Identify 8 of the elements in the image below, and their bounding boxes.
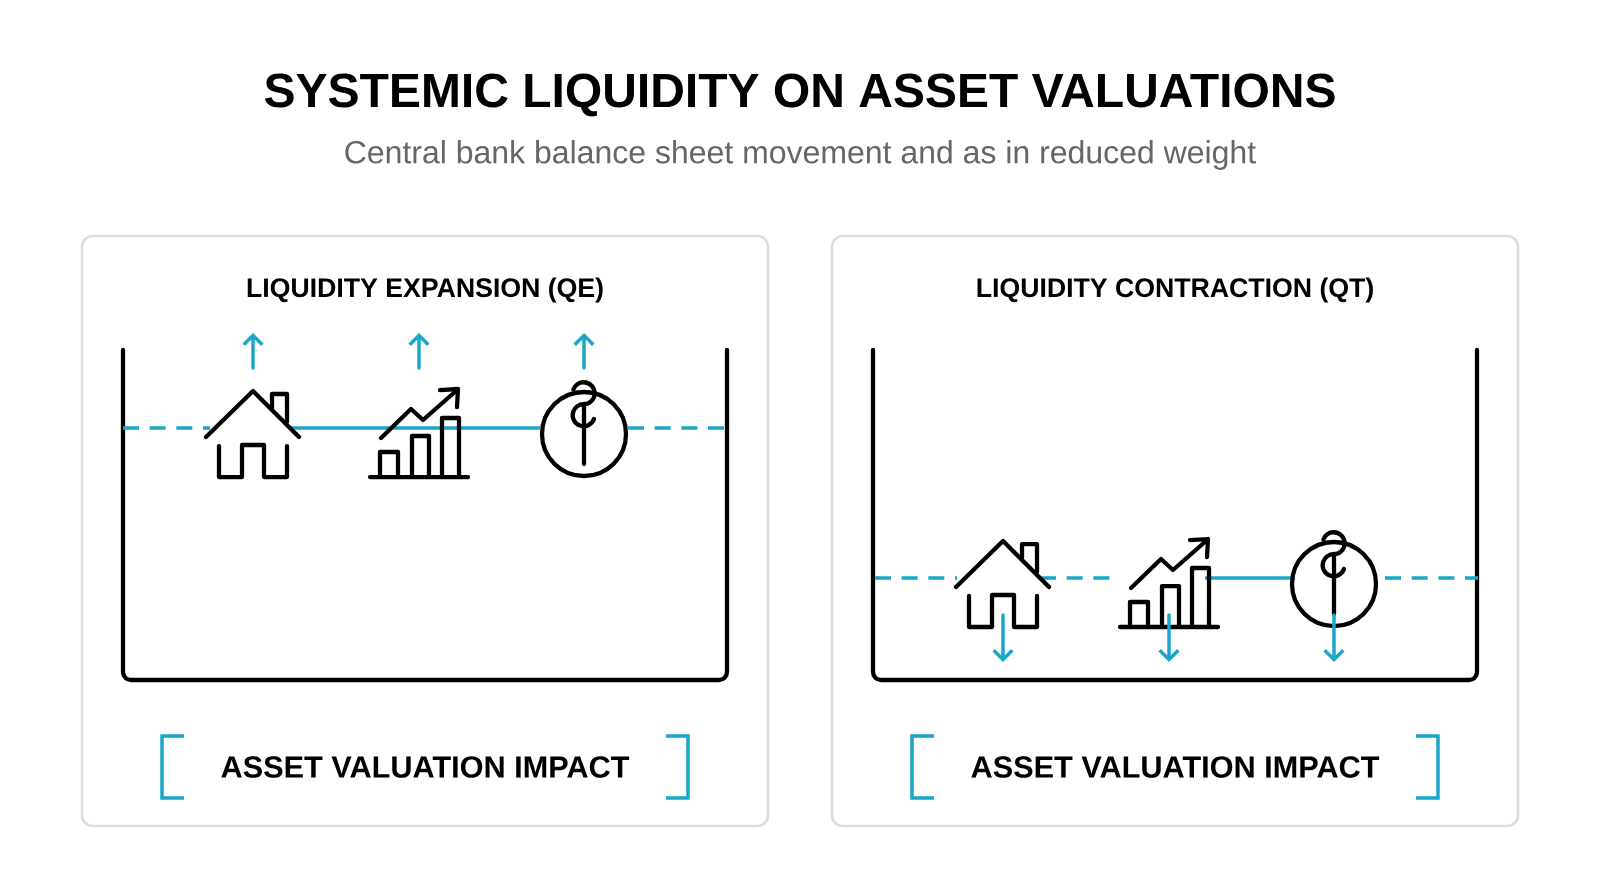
subtitle: Central bank balance sheet movement and as in reduced weight [345,140,1256,170]
title: SYSTEMIC LIQUIDITY ON ASSET VALUATIONS [264,73,1335,117]
panel [830,234,1520,828]
bracketed-label: ASSET VALUATION IMPACT [160,734,690,800]
panel-heading: LIQUIDITY EXPANSION (QE) [247,277,603,303]
panel [80,234,770,828]
panel-heading: LIQUIDITY CONTRACTION (QT) [977,277,1373,303]
bracketed-label: ASSET VALUATION IMPACT [910,734,1440,800]
